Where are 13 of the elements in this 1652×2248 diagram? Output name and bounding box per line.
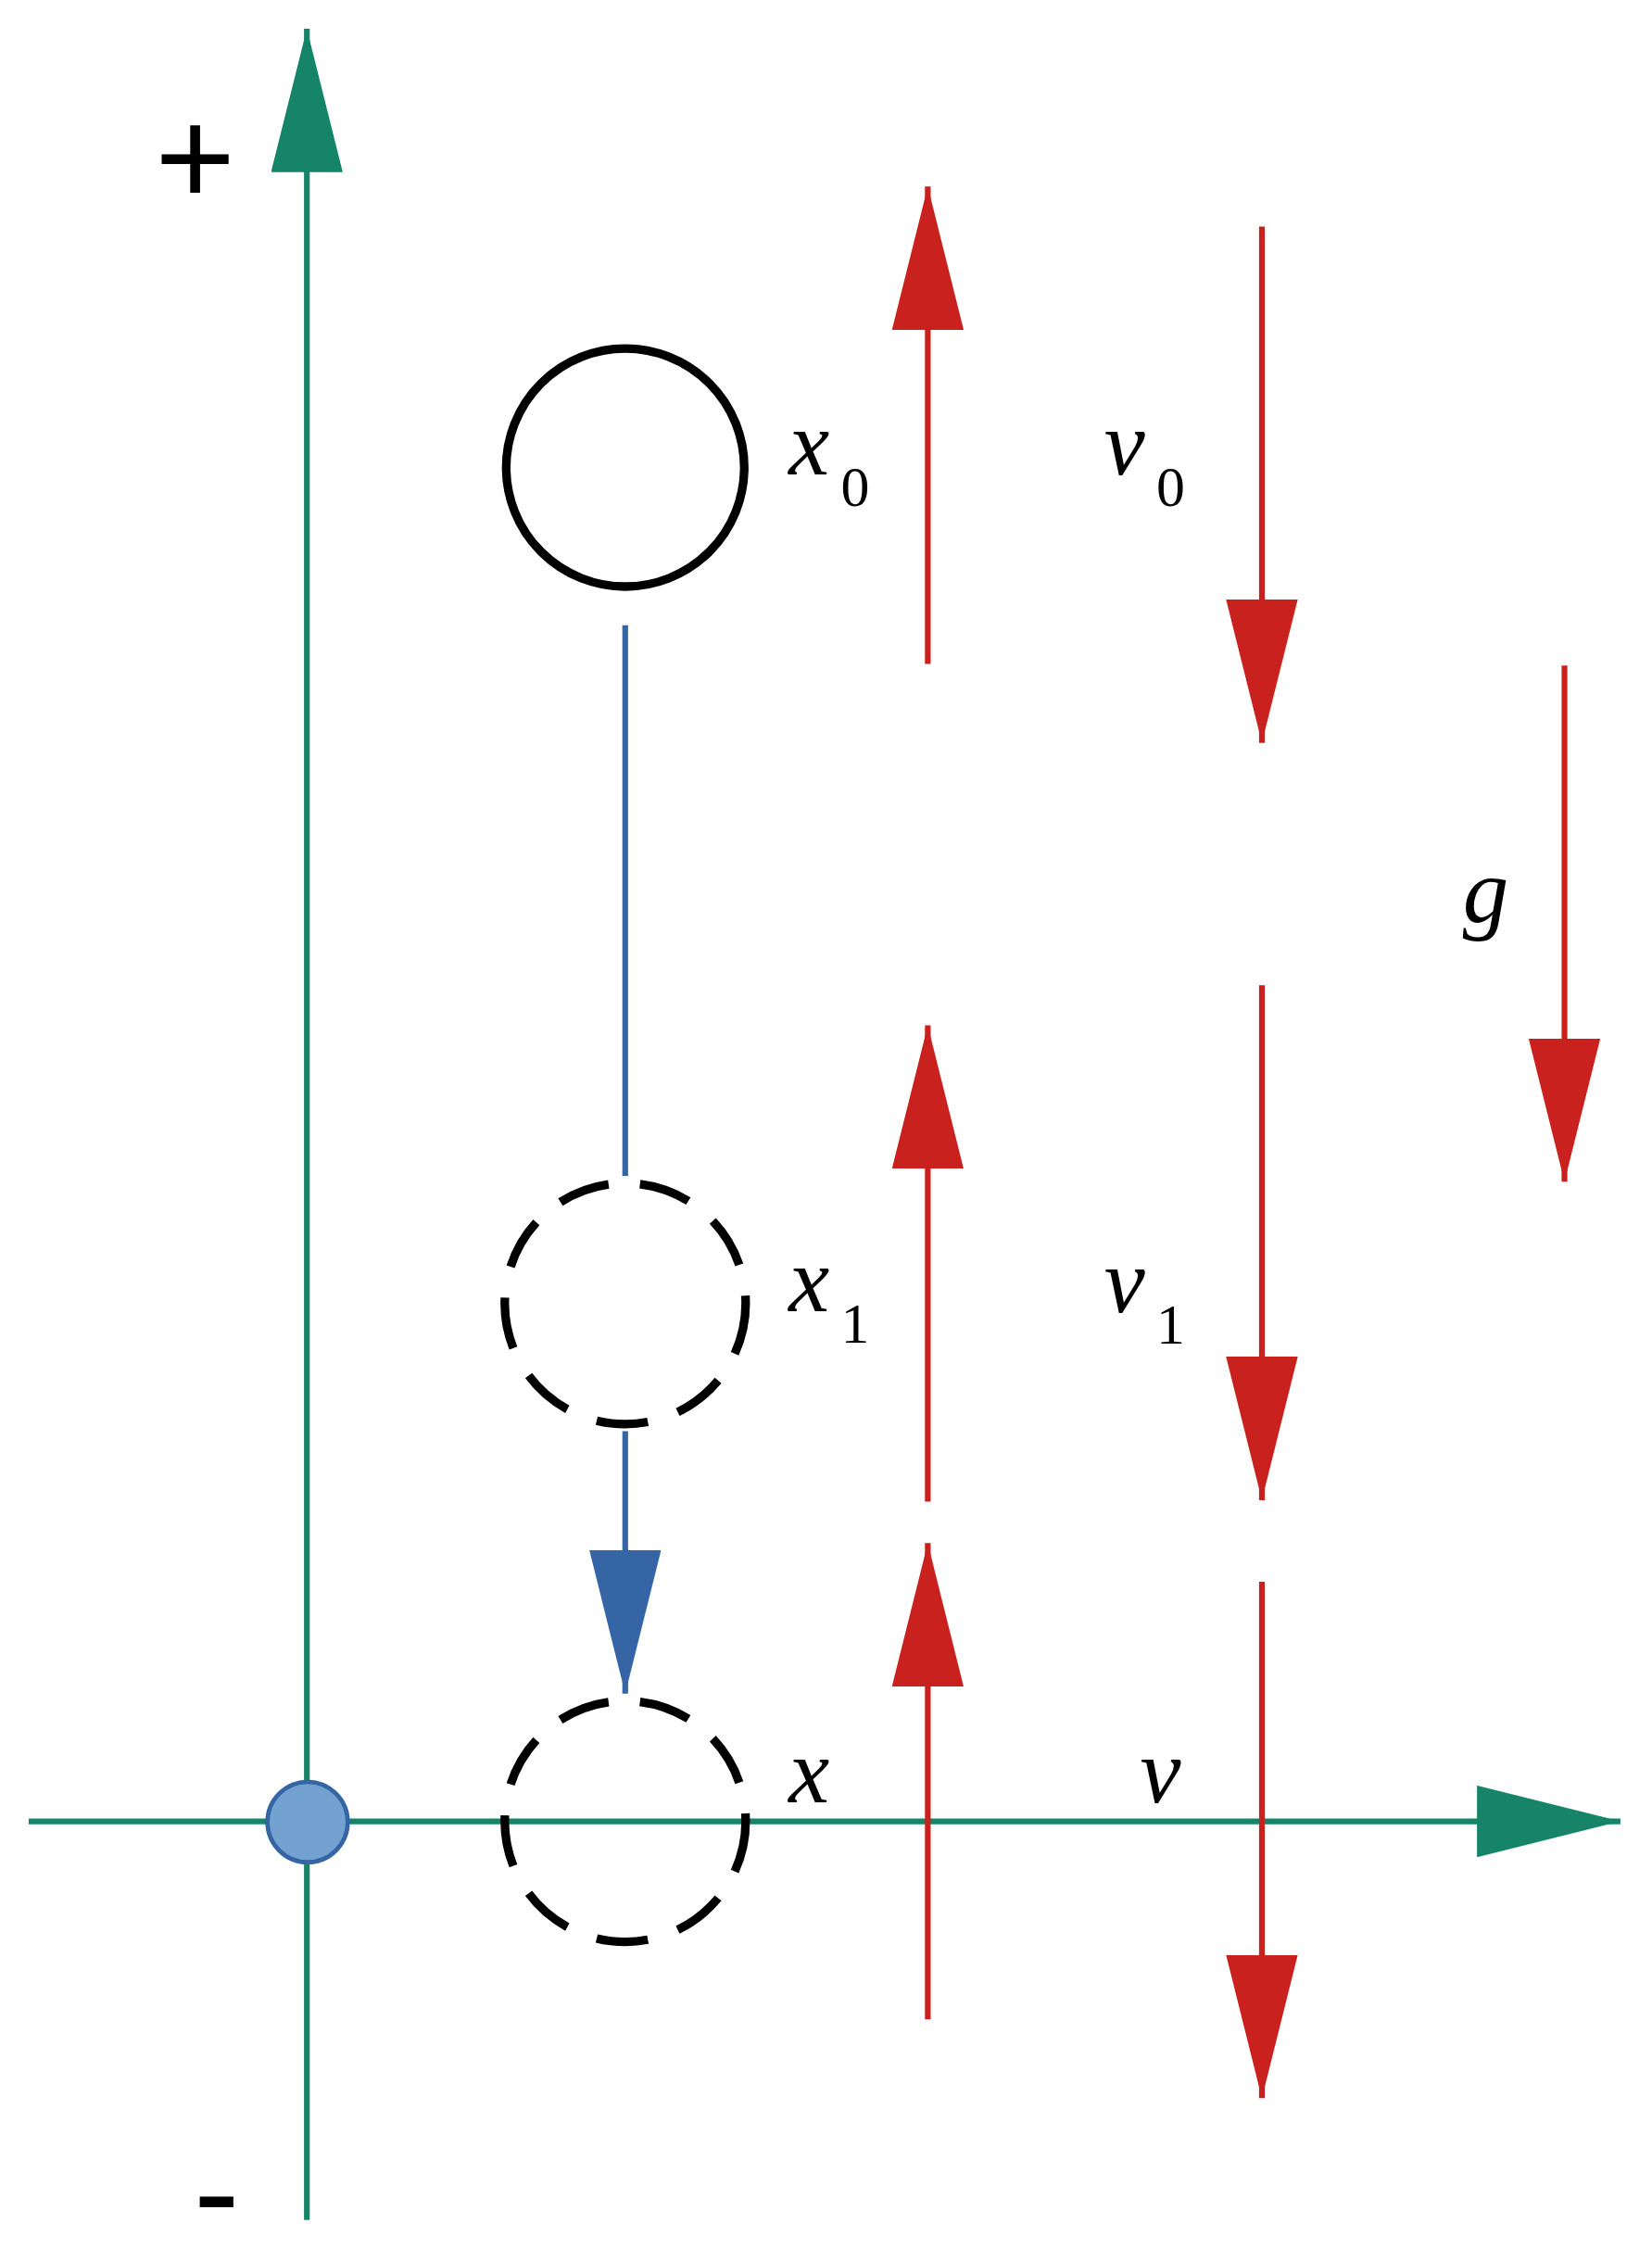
origin-dot — [264, 1778, 349, 1864]
position-label: x — [788, 1726, 830, 1819]
velocity-label: v$_{1}$ — [1103, 1236, 1186, 1355]
arrow — [589, 1431, 662, 1694]
plus-sign: + — [155, 88, 235, 227]
ball-circle — [501, 344, 749, 591]
minus-sign: - — [193, 2122, 240, 2248]
position-label: x$_{0}$ — [788, 398, 870, 517]
position-label: x$_{1}$ — [788, 1234, 870, 1353]
velocity-label: v$_{0}$ — [1103, 398, 1186, 517]
dashed-circle — [500, 1696, 750, 1947]
velocity-label: v — [1140, 1726, 1181, 1819]
dashed-circle — [500, 1179, 750, 1429]
